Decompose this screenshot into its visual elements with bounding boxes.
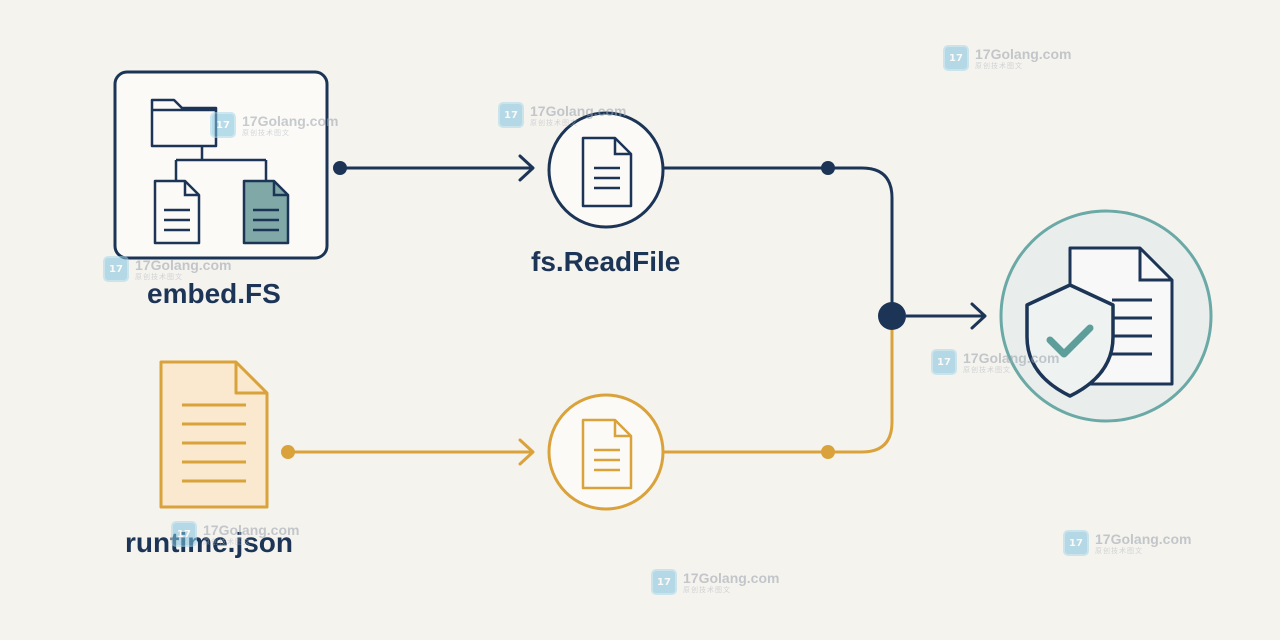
- runtime-json-label: runtime.json: [125, 527, 294, 558]
- runtime-json-node: [159, 360, 269, 509]
- result-node: [999, 209, 1213, 423]
- file-icon-left: [153, 179, 201, 245]
- readfile-label: fs.ReadFile: [531, 246, 681, 277]
- merge-dot: [878, 302, 906, 330]
- runtime-read-node: [547, 393, 665, 511]
- document-icon: [581, 136, 633, 208]
- shield-check-icon: [1025, 283, 1115, 398]
- readfile-node: [547, 111, 665, 229]
- embed-fs-node: [113, 70, 329, 260]
- output-arrow: [906, 302, 987, 330]
- runtime-flow-line: [288, 330, 894, 466]
- runtime-mid-dot: [821, 445, 835, 459]
- runtime-start-dot: [281, 445, 295, 459]
- embed-start-dot: [333, 161, 347, 175]
- tree-connector: [174, 146, 268, 180]
- embed-fs-label: embed.FS: [147, 278, 281, 309]
- embed-mid-dot: [821, 161, 835, 175]
- folder-icon: [150, 98, 218, 148]
- file-icon-right: [242, 179, 290, 245]
- document-icon: [581, 418, 633, 490]
- embed-flow-line: [340, 154, 894, 316]
